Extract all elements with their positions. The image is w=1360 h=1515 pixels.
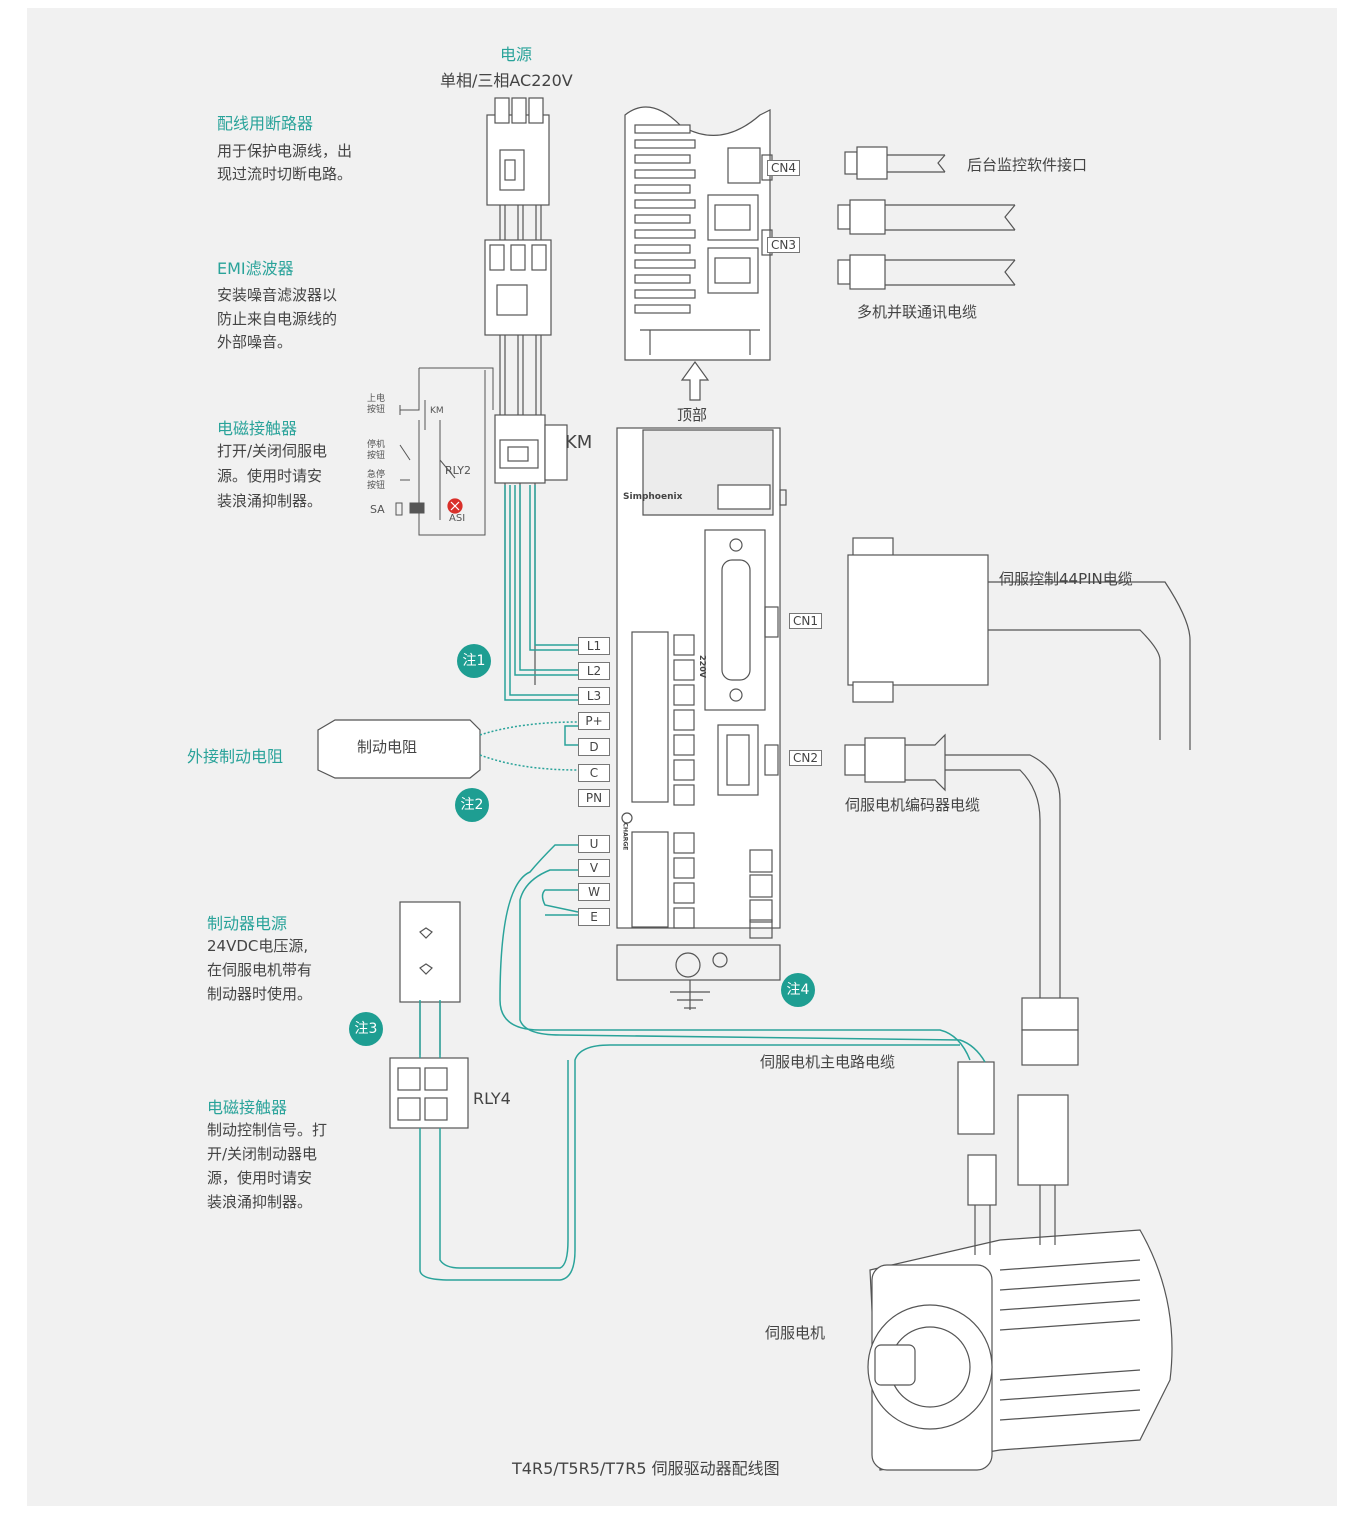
cn2-cable xyxy=(844,733,1079,1066)
relay-line-4: 装浪涌抑制器。 xyxy=(207,1193,313,1211)
emi-line-2: 防止来自电源线的 xyxy=(217,310,338,328)
terminal-p-plus: P+ xyxy=(578,712,610,730)
km-coil-label: KM xyxy=(430,406,444,416)
contactor-line-1: 打开/关闭伺服电 xyxy=(217,442,328,460)
relay-line-3: 源，使用时请安 xyxy=(207,1169,313,1187)
on-button-label-2: 按钮 xyxy=(367,405,386,415)
cn4-desc: 后台监控软件接口 xyxy=(967,156,1088,174)
cn4-label: CN4 xyxy=(767,160,800,176)
drive-top-view xyxy=(624,106,773,401)
breaker-line-2: 现过流时切断电路。 xyxy=(217,165,353,183)
emg-button-label-2: 按钮 xyxy=(367,481,386,491)
circuit-breaker xyxy=(486,97,550,240)
cn1-label: CN1 xyxy=(789,613,822,629)
rly4-label: RLY4 xyxy=(473,1089,511,1108)
motor-cable-label: 伺服电机主电路电缆 xyxy=(760,1053,896,1071)
relay-heading: 电磁接触器 xyxy=(207,1098,288,1117)
stop-button-label-1: 停机 xyxy=(367,440,386,450)
wiring-diagram: 电源 单相/三相AC220V 配线用断路器 用于保护电源线，出 现过流时切断电路… xyxy=(27,8,1337,1506)
brake-power-line-1: 24VDC电压源, xyxy=(207,937,309,955)
contactor-heading: 电磁接触器 xyxy=(217,419,298,438)
breaker-line-1: 用于保护电源线，出 xyxy=(217,142,353,160)
terminal-u: U xyxy=(578,835,610,853)
brake-power-box xyxy=(399,901,461,1055)
brake-resistor-label: 制动电阻 xyxy=(357,738,418,756)
servo-drive xyxy=(616,427,787,1010)
emg-button-label-1: 急停 xyxy=(367,470,386,480)
terminal-d: D xyxy=(578,738,610,756)
rly2-label: RLY2 xyxy=(445,464,472,477)
terminal-l1: L1 xyxy=(578,637,610,655)
terminal-v: V xyxy=(578,859,610,877)
asi-label: ASI xyxy=(449,513,466,524)
on-button-label-1: 上电 xyxy=(367,394,386,404)
terminal-pn: PN xyxy=(578,789,610,807)
usb-cable xyxy=(844,146,946,180)
brake-power-line-3: 制动器时使用。 xyxy=(207,985,313,1003)
terminal-w: W xyxy=(578,883,610,901)
brake-resistor-caption: 外接制动电阻 xyxy=(187,747,284,766)
cn3-label: CN3 xyxy=(767,237,800,253)
control-circuit xyxy=(395,367,494,536)
motor-label: 伺服电机 xyxy=(765,1324,826,1342)
note-3-badge: 注3 xyxy=(349,1012,383,1046)
contactor-km xyxy=(494,414,568,685)
charge-label: CHARGE xyxy=(621,822,629,851)
diagram-title: T4R5/T5R5/T7R5 伺服驱动器配线图 xyxy=(512,1459,780,1478)
breaker-heading: 配线用断路器 xyxy=(217,114,314,133)
relay-line-1: 制动控制信号。打 xyxy=(207,1121,328,1139)
terminal-l2: L2 xyxy=(578,662,610,680)
diagram-drawing xyxy=(317,97,1191,1471)
contactor-line-2: 源。使用时请安 xyxy=(217,467,323,485)
note-1-badge: 注1 xyxy=(457,644,491,678)
emi-filter xyxy=(484,239,552,415)
km-label: KM xyxy=(565,432,593,453)
cn2-cable-label: 伺服电机编码器电缆 xyxy=(845,796,981,814)
terminal-c: C xyxy=(578,764,610,782)
note-2-badge: 注2 xyxy=(455,788,489,822)
cn2-label: CN2 xyxy=(789,750,822,766)
cn1-cable-label: 伺服控制44PIN电缆 xyxy=(999,570,1133,588)
rj45-cables xyxy=(837,199,1016,290)
brand-logo: Simphoenix xyxy=(623,492,683,502)
note-4-badge: 注4 xyxy=(781,973,815,1007)
top-view-label: 顶部 xyxy=(677,406,708,424)
emi-heading: EMI滤波器 xyxy=(217,259,294,278)
servo-motor xyxy=(867,1061,1173,1471)
contactor-line-3: 装浪涌抑制器。 xyxy=(217,492,323,510)
relay-line-2: 开/关闭制动器电 xyxy=(207,1145,318,1163)
terminal-l3: L3 xyxy=(578,687,610,705)
power-heading: 电源 xyxy=(500,45,533,64)
terminal-e: E xyxy=(578,908,610,926)
brake-power-line-2: 在伺服电机带有 xyxy=(207,961,313,979)
power-desc: 单相/三相AC220V xyxy=(440,71,573,90)
voltage-label: 220V xyxy=(697,655,707,678)
stop-button-label-2: 按钮 xyxy=(367,451,386,461)
cn3-desc: 多机并联通讯电缆 xyxy=(857,303,978,321)
teal-wiring xyxy=(419,485,986,1281)
cn1-cable xyxy=(847,537,1191,750)
emi-line-1: 安装噪音滤波器以 xyxy=(217,286,338,304)
emi-line-3: 外部噪音。 xyxy=(217,333,293,351)
brake-power-heading: 制动器电源 xyxy=(207,914,288,933)
brake-resistor-body xyxy=(317,719,481,779)
relay-rly4 xyxy=(389,1057,469,1129)
sa-label: SA xyxy=(370,503,385,516)
